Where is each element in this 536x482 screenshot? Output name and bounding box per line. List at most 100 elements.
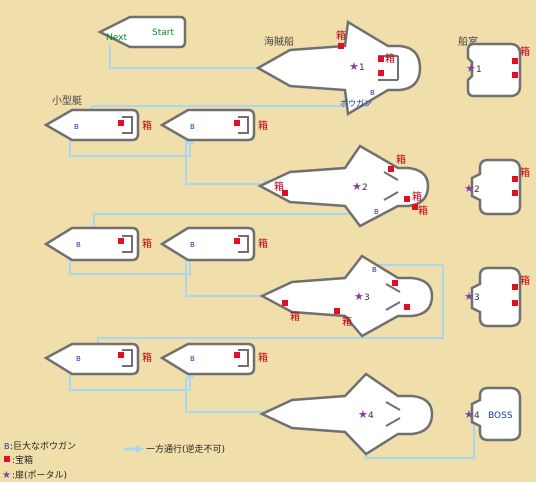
legend-bowgun-text: :巨大なボウガン (10, 440, 76, 452)
pirate-ship-title: 海賊船 (264, 35, 294, 48)
pirate-ship-4 (259, 372, 434, 456)
portal-star-icon[interactable]: ★ (464, 182, 474, 195)
chest-label: 箱 (520, 45, 530, 58)
bowgun-b-marker: B (190, 123, 195, 131)
flow-arrow (69, 133, 194, 157)
portal-number: 2 (474, 185, 480, 195)
portal-number: 1 (359, 63, 365, 73)
treasure-chest[interactable] (412, 204, 418, 210)
legend-star-icon: ★ (2, 470, 11, 481)
bowgun-b-marker: B (372, 266, 377, 274)
portal-star-icon[interactable]: ★ (464, 290, 474, 303)
treasure-chest[interactable] (378, 56, 384, 62)
bowgun-label: ボウガン (340, 98, 372, 108)
treasure-chest[interactable] (118, 238, 124, 244)
chest-label: 箱 (418, 204, 428, 217)
small-boat (159, 342, 256, 376)
portal-number: 3 (474, 293, 480, 303)
chest-label: 箱 (520, 166, 530, 179)
portal-number: 2 (362, 183, 368, 193)
start-boat: Next Start (97, 15, 187, 49)
bowgun-b-marker: B (76, 355, 81, 363)
legend-arrow-head-icon (136, 445, 144, 453)
chest-label: 箱 (290, 310, 300, 323)
small-boat (43, 108, 140, 142)
chest-label: 箱 (336, 29, 346, 42)
treasure-chest[interactable] (378, 70, 384, 76)
portal-star-icon[interactable]: ★ (354, 290, 364, 303)
cabin-2 (470, 158, 522, 216)
next-label: Next (106, 33, 127, 43)
treasure-chest[interactable] (404, 196, 410, 202)
portal-star-icon[interactable]: ★ (349, 60, 359, 73)
boss-cabin (470, 386, 522, 442)
treasure-chest[interactable] (404, 304, 410, 310)
small-boat (159, 226, 256, 262)
portal-star-icon[interactable]: ★ (466, 62, 476, 75)
chest-label: 箱 (142, 119, 152, 132)
chest-label: 箱 (142, 237, 152, 250)
portal-number: 4 (474, 411, 480, 421)
treasure-chest[interactable] (388, 166, 394, 172)
chest-label: 箱 (274, 180, 284, 193)
legend: B :巨大なボウガン :宝箱 ★ :扉(ポータル) 一方通行(逆走不可) (2, 440, 225, 481)
chest-label: 箱 (520, 274, 530, 287)
treasure-chest[interactable] (512, 284, 518, 290)
flow-arrow (185, 260, 274, 300)
treasure-chest[interactable] (282, 190, 288, 196)
chest-label: 箱 (412, 190, 422, 203)
treasure-chest[interactable] (234, 238, 240, 244)
bowgun-b-marker: B (374, 208, 379, 216)
legend-chest-text: :宝箱 (12, 454, 33, 466)
treasure-chest[interactable] (392, 280, 398, 286)
chest-label: 箱 (258, 351, 268, 364)
treasure-chest[interactable] (282, 300, 288, 306)
boss-label[interactable]: BOSS (488, 411, 513, 421)
chest-label: 箱 (258, 237, 268, 250)
pirate-ship-2 (257, 144, 430, 228)
flow-arrow (185, 140, 272, 188)
flow-arrow (69, 362, 194, 391)
small-boat (43, 342, 140, 376)
treasure-chest[interactable] (512, 72, 518, 78)
treasure-chest[interactable] (512, 300, 518, 306)
portal-number: 3 (364, 293, 370, 303)
small-boat (159, 108, 256, 142)
portal-star-icon[interactable]: ★ (464, 408, 474, 421)
flow-arrow (185, 378, 274, 416)
chest-label: 箱 (396, 153, 406, 166)
treasure-chest[interactable] (334, 308, 340, 314)
portal-star-icon[interactable]: ★ (352, 180, 362, 193)
portal-number: 1 (476, 65, 482, 75)
treasure-chest[interactable] (118, 352, 124, 358)
chest-label: 箱 (258, 119, 268, 132)
treasure-chest[interactable] (512, 190, 518, 196)
legend-chest-icon (4, 456, 10, 462)
chest-label: 箱 (142, 351, 152, 364)
treasure-chest[interactable] (234, 120, 240, 126)
bowgun-b-marker: B (76, 241, 81, 249)
treasure-chest[interactable] (512, 176, 518, 182)
pirate-ship-3 (259, 254, 434, 338)
small-boat (43, 226, 140, 262)
legend-bowgun-glyph: B (4, 442, 10, 451)
chest-label: 箱 (385, 52, 395, 65)
treasure-chest[interactable] (512, 58, 518, 64)
treasure-chest[interactable] (338, 43, 344, 49)
start-label[interactable]: Start (152, 28, 174, 38)
bowgun-b-marker: B (190, 241, 195, 249)
flow-arrow (69, 250, 194, 275)
flow-arrow (109, 45, 272, 72)
legend-star-text: :扉(ポータル) (12, 469, 67, 481)
bowgun-b-marker: B (370, 89, 375, 97)
portal-star-icon[interactable]: ★ (358, 408, 368, 421)
cabin-3 (470, 266, 522, 328)
legend-arrow-text: 一方通行(逆走不可) (146, 443, 225, 455)
chest-label: 箱 (342, 315, 352, 328)
treasure-chest[interactable] (234, 352, 240, 358)
cabin-1 (466, 42, 522, 98)
bowgun-b-marker: B (190, 355, 195, 363)
treasure-chest[interactable] (118, 120, 124, 126)
